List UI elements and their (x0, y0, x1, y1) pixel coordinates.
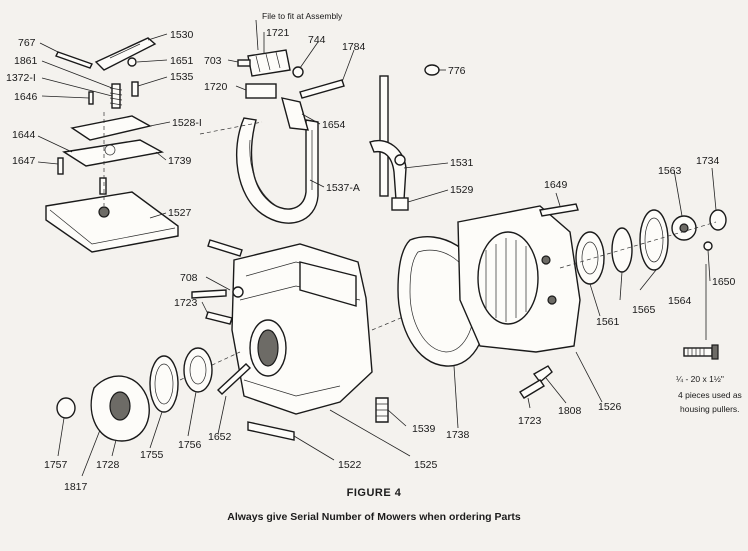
label-1650: 1650 (712, 276, 736, 288)
annotations: File to fit at Assembly ¼ - 20 x 1½" 4 p… (262, 11, 742, 414)
label-776: 776 (448, 65, 466, 77)
figure-caption: FIGURE 4 (346, 487, 402, 499)
part-1561-bearing (575, 231, 605, 285)
part-1647-stud (57, 157, 64, 175)
end-housing-1526 (457, 205, 581, 353)
linkage-plate-assembly (45, 37, 179, 253)
label-1739: 1739 (168, 155, 192, 167)
part-703-pin (237, 59, 251, 67)
label-1756: 1756 (178, 439, 202, 451)
right-bearing-stack (559, 209, 727, 285)
label-744: 744 (308, 34, 326, 46)
part-1723-bolt-2 (519, 379, 545, 399)
label-1651: 1651 (170, 55, 194, 67)
file-to-fit-note: File to fit at Assembly (262, 11, 343, 21)
label-1647: 1647 (12, 155, 36, 167)
label-1563: 1563 (658, 165, 682, 177)
part-1755-seal (149, 355, 179, 413)
part-1652-shaft (216, 363, 252, 395)
label-1539: 1539 (412, 423, 436, 435)
part-1808-fitting (532, 365, 553, 384)
part-1646-pin (88, 91, 94, 105)
label-1564: 1564 (668, 295, 692, 307)
part-776-rod (379, 75, 389, 197)
label-1644: 1644 (12, 129, 36, 141)
part-1654-lever (281, 97, 309, 131)
label-1723-left: 1723 (174, 297, 198, 309)
housing-puller-bolt (683, 264, 719, 360)
ordering-note: Always give Serial Number of Mowers when… (227, 511, 521, 523)
part-744-nut (292, 66, 304, 78)
part-1784-bolt (299, 79, 345, 99)
part-1756-bearing (183, 347, 213, 393)
housing-bolts-left (191, 239, 244, 325)
label-1649: 1649 (544, 179, 568, 191)
part-1651-nut (127, 57, 137, 67)
brake-band-assembly (199, 49, 345, 224)
label-1646: 1646 (14, 91, 38, 103)
label-1652: 1652 (208, 431, 232, 443)
part-1723-bolt (205, 311, 233, 325)
label-1530: 1530 (170, 29, 194, 41)
label-1372-i: 1372-I (6, 72, 36, 84)
part-1535-bolt (131, 81, 139, 97)
part-1739-gasket (62, 139, 165, 167)
part-1527-baseplate (45, 191, 179, 253)
housing-bolts-right (519, 365, 553, 399)
part-1537a-band (235, 117, 319, 224)
part-1522-key (247, 421, 295, 441)
label-1720: 1720 (204, 81, 228, 93)
label-1531: 1531 (450, 157, 474, 169)
label-1526: 1526 (598, 401, 622, 413)
label-1723-right: 1723 (518, 415, 542, 427)
part-1721-bracket (247, 49, 291, 77)
label-1525: 1525 (414, 459, 438, 471)
label-1734: 1734 (696, 155, 720, 167)
part-1530-lever (94, 37, 157, 71)
part-1720-block (245, 83, 277, 99)
label-703: 703 (204, 55, 222, 67)
part-767-pin (55, 51, 93, 69)
label-1561: 1561 (596, 316, 620, 328)
label-1755: 1755 (140, 449, 164, 461)
part-708-bolt (207, 239, 243, 257)
label-1808: 1808 (558, 405, 582, 417)
part-labels: 767 1530 1651 1861 1372-I 1535 1646 1528… (6, 27, 736, 493)
part-1528-plate (70, 115, 152, 141)
label-1565: 1565 (632, 304, 656, 316)
pullers-note-line1: 4 pieces used as (678, 390, 742, 400)
label-1817: 1817 (64, 481, 88, 493)
leader-lines (37, 19, 717, 477)
part-1734-nut (709, 209, 727, 231)
part-1650-washer (703, 241, 713, 251)
label-1537-a: 1537-A (326, 182, 360, 194)
label-1757: 1757 (44, 459, 68, 471)
label-767: 767 (18, 37, 36, 49)
part-1649-bolt (539, 203, 579, 217)
gear-housing-1525 (179, 243, 421, 415)
part-1757-washer (56, 397, 76, 419)
label-1528-i: 1528-I (172, 117, 202, 129)
label-1654: 1654 (322, 119, 346, 131)
pullers-note-line2: housing pullers. (680, 404, 740, 414)
left-bearing-stack (56, 347, 252, 442)
label-1529: 1529 (450, 184, 474, 196)
label-1535: 1535 (170, 71, 194, 83)
label-1728: 1728 (96, 459, 120, 471)
part-708-bolt-2 (191, 289, 227, 299)
label-1738: 1738 (446, 429, 470, 441)
part-1529-collar (391, 197, 409, 211)
label-1861: 1861 (14, 55, 38, 67)
label-1721: 1721 (266, 27, 290, 39)
label-1527: 1527 (168, 207, 192, 219)
label-1784: 1784 (342, 41, 366, 53)
bolt-size-note: ¼ - 20 x 1½" (676, 374, 724, 384)
shift-fork-assembly (369, 64, 440, 211)
label-1522: 1522 (338, 459, 362, 471)
label-708: 708 (180, 272, 198, 284)
